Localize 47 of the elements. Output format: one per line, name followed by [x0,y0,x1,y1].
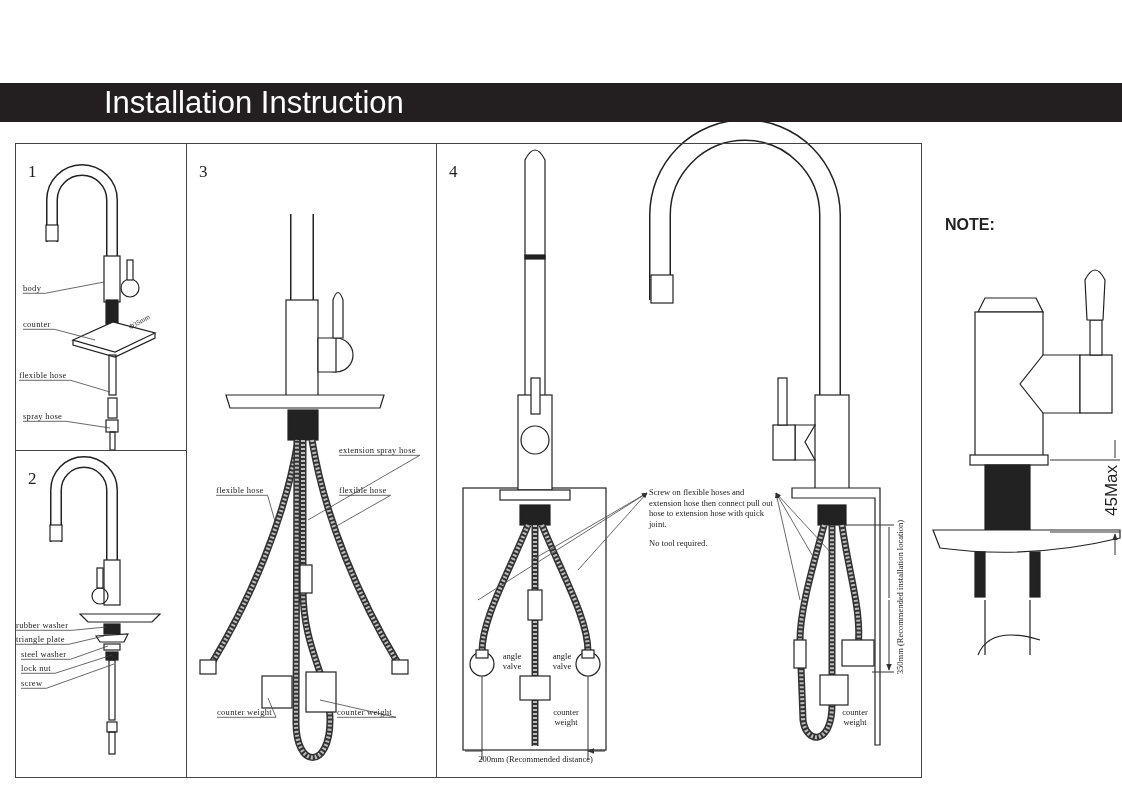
part-label: counter [23,320,51,330]
part-label: lock nut [21,664,52,674]
part-label: counter weight [552,708,580,728]
leader-line [15,626,107,631]
leader-line [20,663,115,689]
note-text: No tool required. [649,537,709,549]
part-label: triangle plate [16,635,65,645]
dimension-label: 350mm (Recommended installation location) [896,520,906,675]
leader-line [20,645,109,660]
step-number: 3 [199,162,208,182]
part-label: counter weight [841,708,869,728]
leader-line [18,379,111,393]
part-label: flexible hose [216,486,264,496]
leader-line [216,697,277,718]
leader-line [332,494,391,529]
title-banner: Installation Instruction [0,83,1122,122]
leader-line [22,420,111,429]
step-number: 1 [28,162,37,182]
leader-line [15,635,105,645]
part-label: extension spray hose [339,446,416,456]
step-panel [15,450,187,778]
part-label: flexible hose [19,371,67,381]
dimension-label: 45Max [1102,465,1122,517]
leader-line [319,699,397,718]
part-label: counter weight [337,708,392,718]
leader-line [215,494,277,526]
dimension-label: 200mm (Recommended distance) [478,755,593,765]
leader-line [307,454,421,521]
part-label: body [23,284,42,294]
note-text: Screw on flexible hoses and extension hose then connect pull out hose to extension hose with quick joint. [649,487,774,530]
part-label: counter weight [217,708,272,718]
leader-line [20,654,113,674]
step-panel [186,143,437,778]
step-panel [436,143,922,778]
part-label: flexible hose [339,486,387,496]
part-label: steel washer [21,650,67,660]
note-heading: NOTE: [945,216,995,235]
part-label: angle valve [551,652,573,672]
step-panel [15,143,187,451]
part-label: rubber washer [16,621,69,631]
step-number: 4 [449,162,458,182]
leader-line [22,281,105,294]
step-number: 2 [28,469,37,489]
leader-line [22,328,96,341]
part-label: screw [21,679,43,689]
part-label: spray hose [23,412,63,422]
part-label: angle valve [501,652,523,672]
